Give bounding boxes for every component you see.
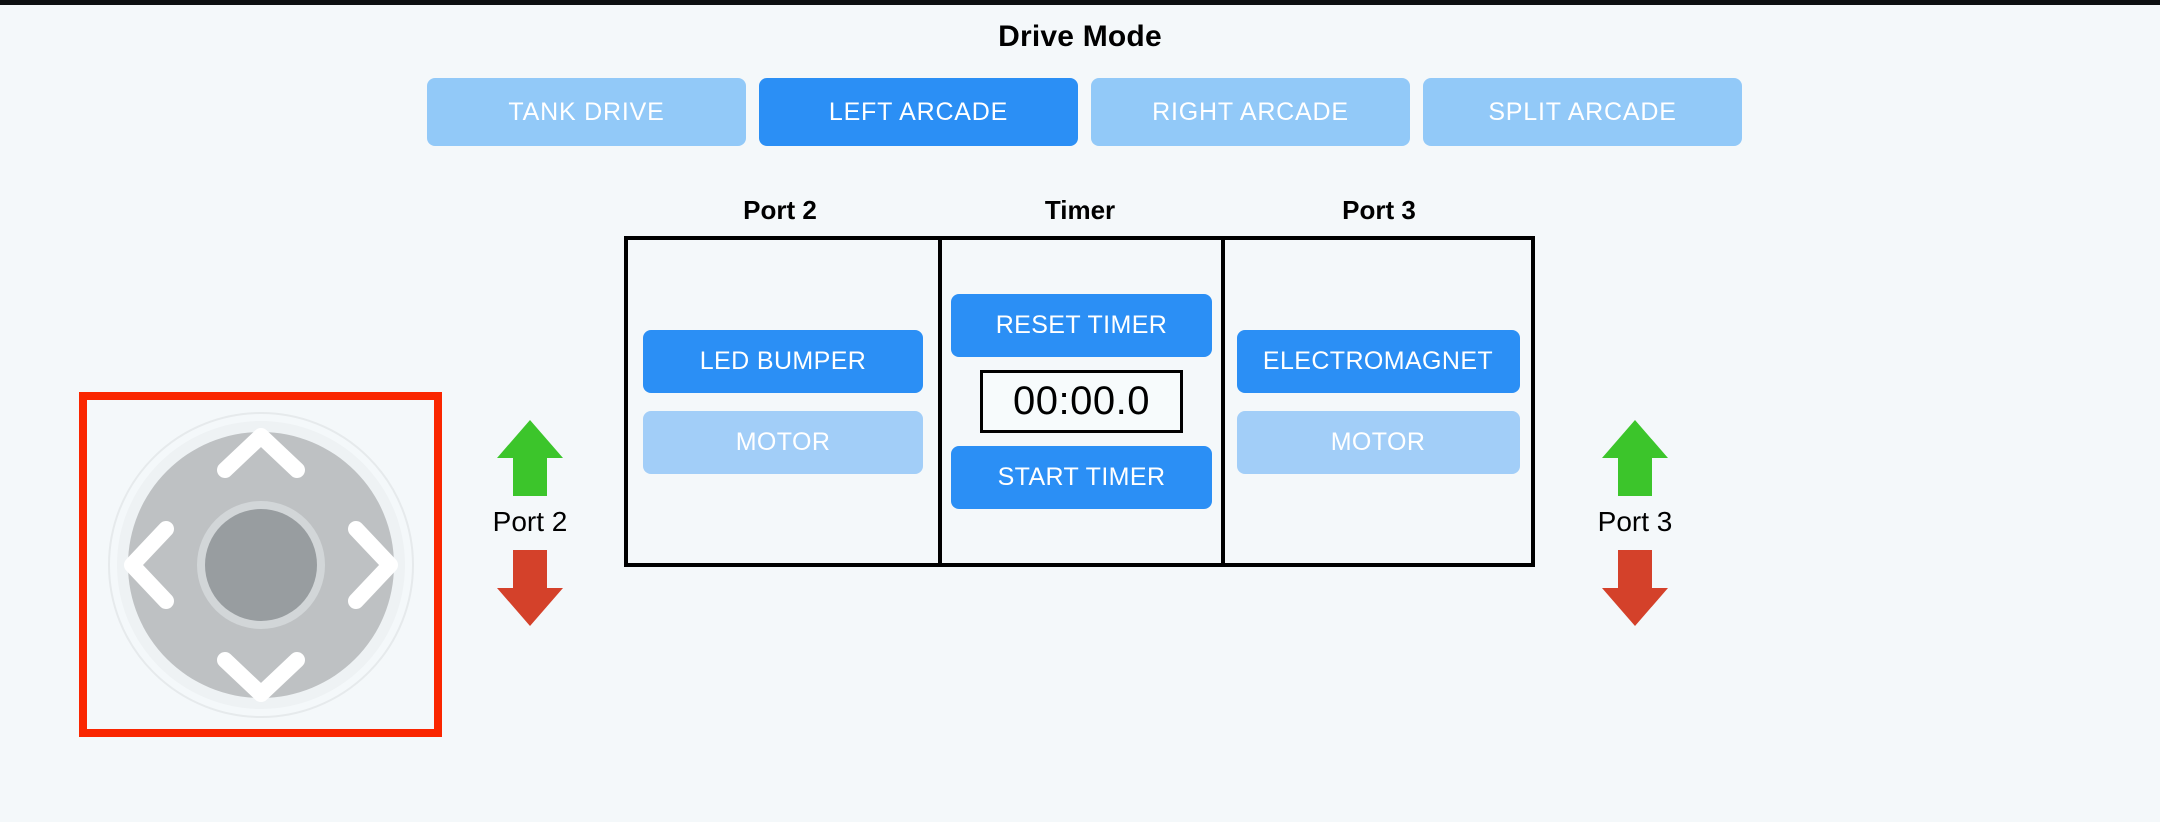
chevron-up-icon[interactable] (216, 427, 305, 478)
port3-label: Port 3 (1597, 506, 1673, 537)
port3-motor-button[interactable]: MOTOR (1236, 410, 1520, 474)
control-panel: LED BUMPER MOTOR RESET TIMER 00:00.0 STA… (624, 236, 1535, 567)
port3-arrow-controls: Port 3 (1560, 418, 1710, 628)
top-divider (0, 0, 2160, 5)
port2-device-cell: LED BUMPER MOTOR (628, 240, 938, 563)
timer-cell: RESET TIMER 00:00.0 START TIMER (938, 240, 1225, 563)
reset-timer-button[interactable]: RESET TIMER (951, 294, 1212, 357)
port3-arrow-down-icon[interactable] (1600, 548, 1670, 628)
drive-mode-split-arcade[interactable]: SPLIT ARCADE (1423, 78, 1742, 146)
port2-led-bumper-button[interactable]: LED BUMPER (643, 329, 923, 393)
joystick-center-icon[interactable] (204, 508, 317, 621)
drive-mode-tank-drive[interactable]: TANK DRIVE (427, 78, 746, 146)
port2-label: Port 2 (492, 506, 568, 537)
chevron-down-icon[interactable] (216, 651, 305, 702)
port2-arrow-up-icon[interactable] (495, 418, 565, 498)
start-timer-button[interactable]: START TIMER (951, 446, 1212, 509)
page-title: Drive Mode (998, 20, 1162, 53)
chevron-left-icon[interactable] (123, 520, 174, 609)
port3-device-cell: ELECTROMAGNET MOTOR (1225, 240, 1531, 563)
drive-mode-selector: TANK DRIVE LEFT ARCADE RIGHT ARCADE SPLI… (427, 78, 1742, 146)
dpad-control[interactable] (106, 410, 416, 720)
drive-mode-right-arcade[interactable]: RIGHT ARCADE (1091, 78, 1410, 146)
chevron-right-icon[interactable] (347, 520, 398, 609)
timer-panel-title: Timer (1044, 195, 1116, 225)
port2-arrow-controls: Port 2 (455, 418, 605, 628)
drive-mode-left-arcade[interactable]: LEFT ARCADE (759, 78, 1078, 146)
timer-display: 00:00.0 (980, 370, 1183, 433)
port3-electromagnet-button[interactable]: ELECTROMAGNET (1236, 329, 1520, 393)
joystick-focus-frame[interactable] (79, 392, 442, 737)
port2-panel-title: Port 2 (743, 195, 817, 225)
port2-motor-button[interactable]: MOTOR (643, 410, 923, 474)
port3-panel-title: Port 3 (1342, 195, 1416, 225)
port3-arrow-up-icon[interactable] (1600, 418, 1670, 498)
port2-arrow-down-icon[interactable] (495, 548, 565, 628)
